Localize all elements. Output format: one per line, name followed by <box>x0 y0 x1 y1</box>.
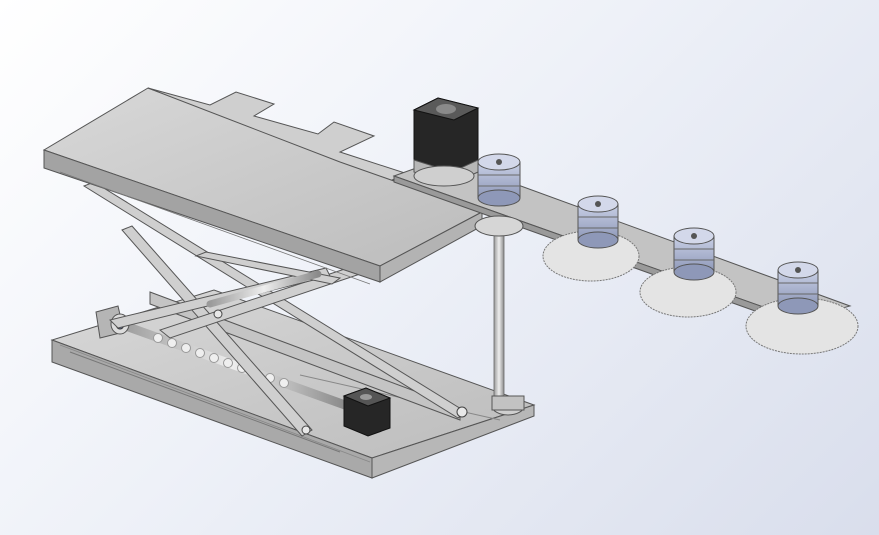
pivot-pins <box>213 309 468 435</box>
actuator-rod <box>206 270 322 308</box>
vertical-shaft <box>474 215 525 416</box>
cutter-unit-1 <box>542 195 640 282</box>
cutter-unit-3 <box>745 261 859 355</box>
top-platform <box>42 87 484 285</box>
cutter-unit-2 <box>639 227 737 318</box>
stepper-motor-top <box>412 97 480 187</box>
drive-pulley <box>477 153 521 207</box>
base-side-rail <box>149 291 461 421</box>
stepper-motor-base <box>342 387 392 437</box>
